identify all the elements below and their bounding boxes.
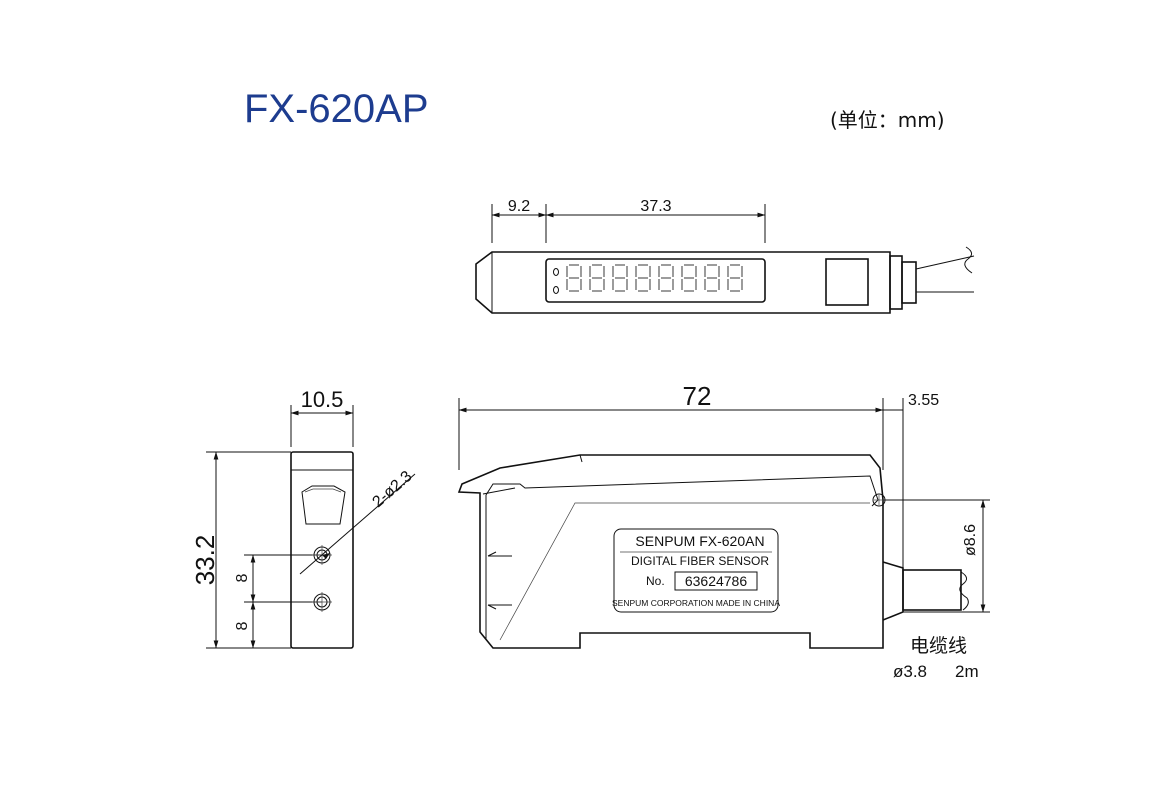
label-serial-prefix: No. xyxy=(646,574,665,588)
end-body-outline xyxy=(290,451,354,649)
label-maker: SENPUM CORPORATION MADE IN CHINA xyxy=(612,598,780,608)
dim-width: 10.5 xyxy=(301,387,344,412)
label-serial-number: 63624786 xyxy=(685,573,748,589)
label-type: DIGITAL FIBER SENSOR xyxy=(631,554,769,568)
dim-length: 72 xyxy=(683,381,712,411)
unit-note: (单位：mm) xyxy=(830,108,945,132)
cable-diameter: ø3.8 xyxy=(893,662,927,681)
dim-cable-offset: 3.55 xyxy=(908,392,939,409)
top-body-outline xyxy=(475,251,891,314)
seven-segment-digits xyxy=(566,264,743,292)
top-view: 9.2 37.3 xyxy=(475,198,975,314)
arrow-mark xyxy=(487,551,512,557)
led-indicator xyxy=(553,268,559,276)
cable-title: 电缆线 xyxy=(910,635,967,657)
display-window xyxy=(545,258,766,303)
dim-cable-diameter-outer: ø8.6 xyxy=(962,524,979,556)
dim-top-display: 37.3 xyxy=(640,198,671,215)
dim-top-front: 9.2 xyxy=(508,198,530,215)
cable-length: 2m xyxy=(955,662,979,681)
top-button xyxy=(825,258,869,306)
label-model: SENPUM FX-620AN xyxy=(635,533,764,549)
dim-height: 33.2 xyxy=(190,535,220,586)
end-view: 10.5 33.2 8 8 2-ø2.3 xyxy=(190,387,416,649)
front-screw xyxy=(872,493,886,507)
front-view: 72 3.55 ø8.6 SENPUM FX-620AN DIGITAL FI xyxy=(457,381,990,649)
product-label xyxy=(613,528,779,613)
arrow-mark xyxy=(487,604,512,610)
dim-hole-spacing-2: 8 xyxy=(234,621,251,630)
led-indicator xyxy=(553,286,559,294)
drawing-title: FX-620AP xyxy=(244,87,429,131)
front-body-outline xyxy=(457,454,884,649)
dim-hole-spacing-1: 8 xyxy=(234,573,251,582)
dim-holes: 2-ø2.3 xyxy=(369,468,415,511)
